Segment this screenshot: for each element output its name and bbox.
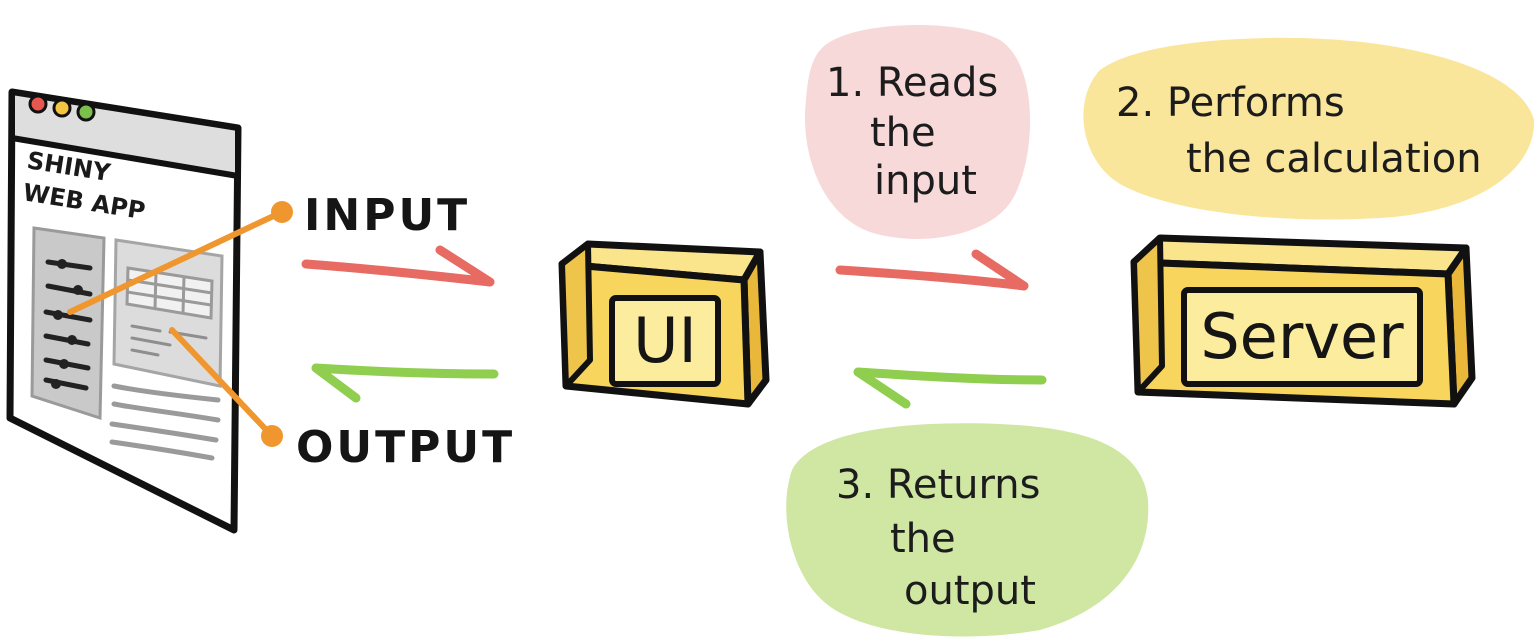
arrow-back-icon — [311, 363, 499, 403]
output-connector — [169, 327, 283, 447]
sidebar-panel — [30, 226, 106, 421]
ui-label-plate — [609, 295, 721, 387]
step3-line1: 3. Returns — [836, 462, 1040, 508]
step1-line1: 1. Reads — [826, 60, 998, 106]
arrow-icon — [301, 245, 495, 287]
ui-box: UI — [558, 240, 770, 408]
close-dot-icon — [28, 94, 48, 114]
output-label: OUTPUT — [296, 422, 515, 473]
shiny-app-window: SHINY WEB APP — [6, 88, 242, 534]
step2-bubble — [1083, 37, 1535, 220]
server-box: Server — [1130, 234, 1476, 408]
step1-line2: the — [870, 110, 936, 156]
server-label-plate — [1181, 287, 1423, 387]
input-connector-dot — [271, 201, 293, 223]
step2-line2: the calculation — [1186, 136, 1482, 182]
page-text-lines — [109, 383, 221, 461]
step3-line3: output — [904, 568, 1036, 614]
maximize-dot-icon — [76, 102, 96, 122]
step3-note: 3. Returns the output — [786, 423, 1149, 637]
server-box-left-edge — [1131, 235, 1165, 395]
server-box-label: Server — [1200, 300, 1404, 373]
step2-note: 2. Performs the calculation — [1083, 37, 1535, 220]
step1-note: 1. Reads the input — [804, 25, 1031, 239]
ui-box-label: UI — [633, 304, 697, 377]
step2-line1: 2. Performs — [1116, 80, 1345, 126]
minimize-dot-icon — [52, 98, 72, 118]
arrow-return-icon — [853, 367, 1047, 409]
step3-line2: the — [890, 516, 956, 562]
input-connector — [67, 201, 293, 315]
step3-bubble — [786, 423, 1149, 637]
step1-line3: input — [874, 158, 977, 204]
output-connector-dot — [261, 425, 283, 447]
slider-knobs — [51, 259, 83, 389]
arrow-forward-icon — [835, 249, 1029, 291]
ui-box-left-edge — [559, 241, 593, 389]
step1-bubble — [804, 25, 1031, 239]
table-icon — [125, 266, 214, 320]
input-label: INPUT — [304, 190, 470, 241]
